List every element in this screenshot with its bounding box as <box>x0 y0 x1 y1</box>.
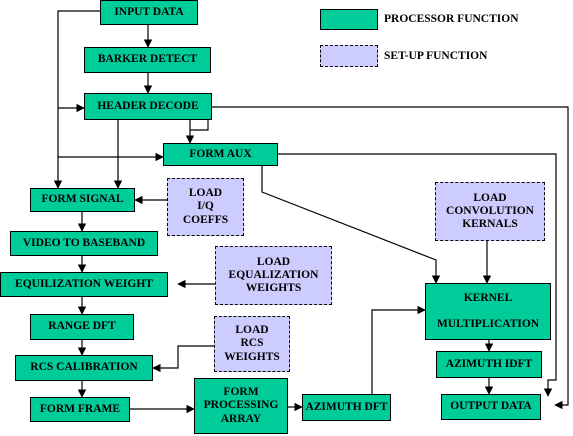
arrow-azdft-to-kernel <box>371 305 426 394</box>
line-header-to-formaux-b <box>190 120 209 131</box>
load-rcs-weights-box: LOAD RCS WEIGHTS <box>214 316 290 372</box>
legend-setup-swatch <box>320 45 378 67</box>
input-data-box: INPUT DATA <box>100 0 198 25</box>
load-equalization-weights-box: LOAD EQUALIZATION WEIGHTS <box>215 246 332 305</box>
legend-setup-label: SET-UP FUNCTION <box>384 50 488 62</box>
equilization-weight-box: EQUILIZATION WEIGHT <box>0 272 168 297</box>
form-signal-box: FORM SIGNAL <box>30 188 135 212</box>
kernel-multiplication-box: KERNEL MULTIPLICATION <box>425 283 551 340</box>
azimuth-idft-box: AZIMUTH IDFT <box>436 351 542 378</box>
rcs-calibration-box: RCS CALIBRATION <box>15 355 153 381</box>
arrow-header-to-output <box>212 106 569 410</box>
arrow-formaux-to-kernel <box>261 166 441 284</box>
arrow-rcsweights-to-rcs <box>152 345 214 373</box>
form-frame-box: FORM FRAME <box>30 397 130 422</box>
legend-processor-swatch <box>320 9 378 30</box>
output-data-box: OUTPUT DATA <box>441 394 541 420</box>
header-decode-box: HEADER DECODE <box>84 93 212 120</box>
arrow-formaux-to-output <box>278 153 557 397</box>
video-to-baseband-box: VIDEO TO BASEBAND <box>10 231 158 256</box>
azimuth-dft-box: AZIMUTH DFT <box>302 394 391 421</box>
form-processing-array-box: FORM PROCESSING ARRAY <box>194 378 288 434</box>
line-input-left-feed <box>53 10 100 189</box>
barker-detect-box: BARKER DETECT <box>84 47 211 73</box>
legend-processor-label: PROCESSOR FUNCTION <box>384 13 519 25</box>
range-dft-box: RANGE DFT <box>30 314 134 340</box>
load-convolution-kernals-box: LOAD CONVOLUTION KERNALS <box>435 182 545 241</box>
load-iq-coeffs-box: LOAD I/Q COEFFS <box>167 178 244 236</box>
form-aux-box: FORM AUX <box>163 143 278 166</box>
